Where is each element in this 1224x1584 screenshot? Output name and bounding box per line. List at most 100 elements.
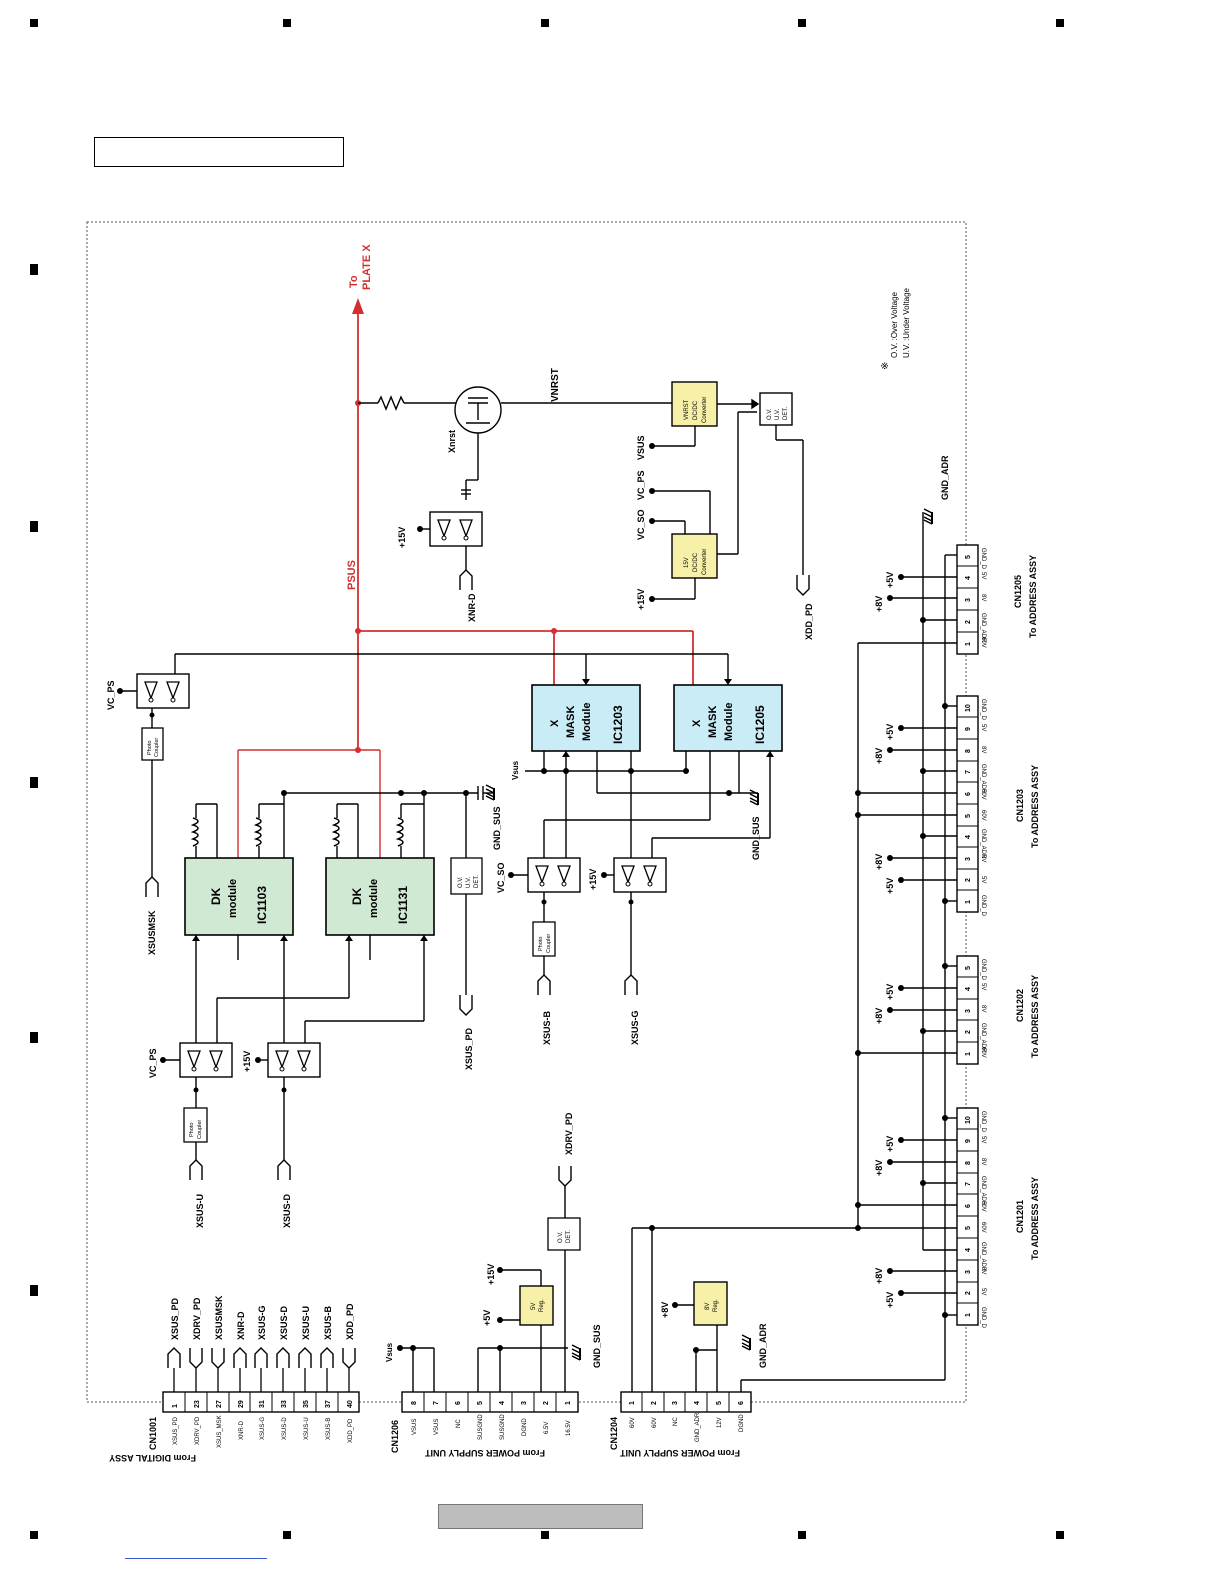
- registration-mark: [30, 1032, 38, 1043]
- pin-signal: NC: [673, 1417, 679, 1426]
- pin-number: 8: [411, 1401, 418, 1405]
- xsus-b-label: XSUS-B: [542, 1010, 552, 1045]
- cn1001-arrow-icon: [254, 1347, 268, 1369]
- pin-number: 4: [694, 1401, 701, 1405]
- mask2-l1: X: [691, 719, 703, 727]
- registration-mark: [798, 1531, 806, 1539]
- pin-number: 33: [281, 1400, 288, 1408]
- pin-signal: 60V: [980, 637, 986, 648]
- pin-number: 3: [965, 1270, 972, 1274]
- cn1202-connector: [956, 955, 979, 1065]
- cn1202-to: To ADDRESS ASSY: [1030, 975, 1040, 1058]
- pin-signal: 60V: [652, 1417, 658, 1428]
- mask1-l2: MASK: [565, 706, 577, 738]
- pin-number: 7: [965, 1182, 972, 1186]
- registration-mark: [30, 521, 38, 532]
- pin-signal: VSUS: [412, 1419, 418, 1435]
- xsus-g-arrow: [624, 974, 638, 996]
- pin-signal: 8V: [980, 746, 986, 753]
- pin-signal: GND_ADR: [980, 764, 986, 794]
- footer-box: [438, 1504, 643, 1529]
- dk1-l2: module: [227, 879, 239, 918]
- cn1203-8v-label-a: +8V: [874, 748, 884, 764]
- xdd-pd-arrow: [796, 574, 810, 596]
- pin-signal: 12V: [717, 1417, 723, 1428]
- cn1206-from: From POWER SUPPLY UNIT: [425, 1448, 546, 1458]
- mask2-id: IC1205: [753, 705, 767, 744]
- reg8-l2: Reg.: [713, 1299, 719, 1312]
- pin-number: 3: [672, 1401, 679, 1405]
- pin-number: 5: [965, 555, 972, 559]
- cn1001-from: From DIGITAL ASSY: [109, 1453, 196, 1463]
- pin-number: 6: [965, 792, 972, 796]
- pin-signal: 16.5V: [566, 1420, 572, 1436]
- pin-signal: 5V: [980, 983, 986, 990]
- pin-number: 7: [433, 1401, 440, 1405]
- vc-ps-label-top: VC_PS: [636, 470, 646, 500]
- pin-signal: XSUS-G: [260, 1417, 266, 1440]
- pin-signal: 5V: [980, 876, 986, 883]
- pin-signal: 8V: [980, 1005, 986, 1012]
- cn1001-arrow-icon: [211, 1347, 225, 1369]
- reg5-5v-label: +5V: [482, 1310, 492, 1326]
- cn1204-pins: 1 2 3 4 5 6: [629, 1401, 745, 1405]
- registration-mark: [283, 19, 291, 27]
- dk1-l1: DK: [209, 887, 223, 905]
- pin-signal: 5V: [980, 724, 986, 731]
- cn1203-to: To ADDRESS ASSY: [1030, 765, 1040, 848]
- cn1001-arrow-label: XSUS_PD: [170, 1297, 180, 1340]
- cn1001-arrow-labels: XSUS_PD XDRV_PD XSUSMSK XNR-D XSUS-G XSU…: [170, 1295, 355, 1340]
- to-plate-label: To: [348, 275, 360, 288]
- pin-number: 5: [965, 966, 972, 970]
- ovuv-l2: U.V.: [775, 409, 781, 420]
- v15-conv-l3: Converter: [702, 549, 708, 575]
- gnd-adr-label-bottom: GND_ADR: [758, 1323, 768, 1368]
- pin-signal: XSUS_PD: [173, 1416, 179, 1445]
- cn1203-signals: GND_D 5V 8V GND_ADR 60V 60V GND_ADR 8V 5…: [980, 699, 986, 917]
- pin-number: 2: [965, 878, 972, 882]
- pin-number: 5: [716, 1401, 723, 1405]
- vc-ps-label-u: VC_PS: [148, 1048, 158, 1078]
- pin-number: 1: [629, 1401, 636, 1405]
- cn1204-signals: 60V 60V NC GND_ADR 12V DGND: [630, 1412, 745, 1442]
- cn1204-from: From POWER SUPPLY UNIT: [620, 1448, 741, 1458]
- ovuv-mid-l3: DET.: [474, 875, 480, 888]
- coil-icon: [192, 817, 199, 847]
- pin-number: 5: [965, 1226, 972, 1230]
- coil-icon: [255, 817, 262, 847]
- registration-mark: [30, 1531, 38, 1539]
- coil-icon: [397, 817, 404, 847]
- reg5-15v-label: +15V: [486, 1264, 496, 1285]
- cn1203-8v-label-b: +8V: [874, 854, 884, 870]
- pin-number: 1: [965, 1052, 972, 1056]
- address-bus-wiring: [857, 512, 957, 1380]
- pin-number: 8: [965, 1161, 972, 1165]
- cn1202-8v-label: +8V: [874, 1008, 884, 1024]
- mask-gnd-sus-label: GND_SUS: [751, 816, 761, 860]
- mask-vsus-label: Vsus: [511, 760, 520, 780]
- v15-conv-l2: DC/DC: [693, 552, 699, 572]
- vc-so-label-b: VC_SO: [496, 862, 506, 893]
- pin-signal: GND_ADR: [980, 1023, 986, 1053]
- pin-number: 4: [965, 987, 972, 991]
- photo-u-l1: Photo: [189, 1123, 195, 1137]
- vnrst-circuit: [358, 386, 676, 500]
- registration-mark: [1056, 19, 1064, 27]
- cn1203-5v-label-a: +5V: [885, 724, 895, 740]
- pin-signal: 60V: [980, 789, 986, 800]
- cn1206-connector: [401, 1391, 579, 1413]
- cn1001-arrow-label: XSUS-U: [301, 1306, 311, 1340]
- pin-signal: 5V: [980, 1288, 986, 1295]
- xdrv-pd-arrow: [558, 1165, 572, 1187]
- pin-signal: 5V: [980, 572, 986, 579]
- registration-mark: [30, 19, 38, 27]
- pin-signal: XNR-D: [239, 1420, 245, 1440]
- cn1204-connector: [620, 1391, 752, 1413]
- pin-signal: 5V: [980, 1136, 986, 1143]
- pin-signal: GND_D: [980, 1111, 986, 1133]
- pin-number: 40: [347, 1400, 354, 1408]
- dk2-l1: DK: [350, 887, 364, 905]
- cn1205-8v-label: +8V: [874, 596, 884, 612]
- footer-link-underline: [125, 1558, 267, 1559]
- vnrst-conv-l3: Converter: [702, 397, 708, 423]
